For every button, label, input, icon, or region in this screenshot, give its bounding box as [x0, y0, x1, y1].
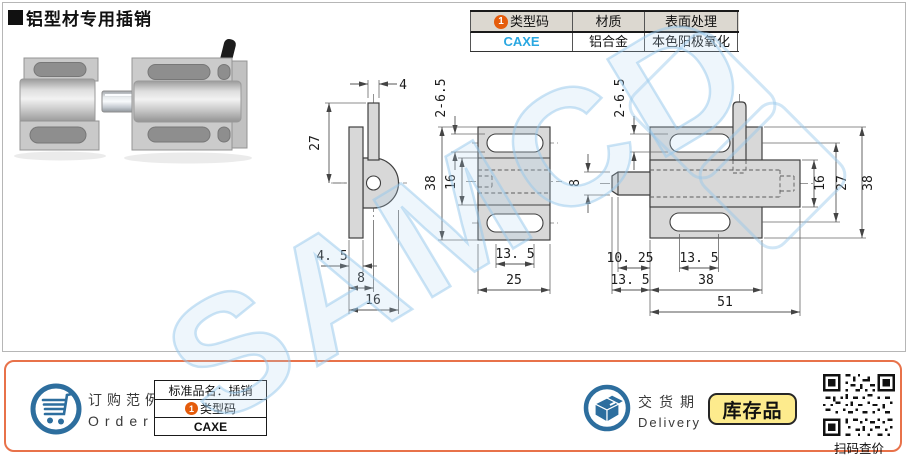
order-example-cn: 订购范例: [88, 392, 164, 408]
dim-label: 16: [365, 293, 381, 308]
number-1-badge-icon: 1: [184, 402, 198, 415]
delivery-cn: 交货期: [638, 394, 701, 410]
dim-label: 13. 5: [495, 247, 534, 262]
footer-bar: 订购范例 Order 标准品名：插销 1 类型码 CAXE 交货期 Delive…: [4, 360, 902, 456]
dim-label: 10. 25: [607, 251, 654, 266]
order-example-en: Order: [88, 413, 154, 429]
spec-table-header: 1 类型码 材质 表面处理: [470, 12, 739, 33]
order-type-code-row: 1 类型码: [155, 399, 266, 417]
qr-code: [823, 374, 895, 436]
dim-label: 16: [813, 175, 828, 191]
in-stock-badge: 库存品: [708, 393, 797, 425]
dim-label: 16: [444, 174, 459, 190]
dim-label: 4. 5: [316, 249, 347, 264]
spec-table: 1 类型码 材质 表面处理 CAXE 铝合金 本色阳极氧化: [470, 10, 739, 52]
title-square-marker: [8, 10, 23, 25]
latch-body-drawing: 2-6.5 8 16 27 38 10. 25 13. 5 13. 5: [568, 78, 876, 316]
dim-label: 25: [506, 273, 522, 288]
delivery-label: 交货期 Delivery: [638, 392, 701, 430]
spec-value-material: 铝合金: [573, 33, 645, 51]
dim-label: 38: [861, 175, 876, 191]
delivery-box-icon: [583, 384, 631, 432]
dim-label: 27: [835, 175, 850, 191]
delivery-en: Delivery: [638, 415, 701, 430]
dim-label: 27: [308, 135, 323, 151]
dim-label: 2-6.5: [613, 78, 628, 117]
spec-header-material: 材质: [573, 12, 645, 31]
number-1-badge-icon: 1: [493, 14, 508, 29]
dim-label: 38: [424, 175, 439, 191]
page-title: 铝型材专用插销: [8, 5, 152, 30]
dim-label: 38: [698, 273, 714, 288]
shopping-cart-icon: [30, 383, 82, 435]
spec-table-row: CAXE 铝合金 本色阳极氧化: [470, 33, 739, 51]
product-photo: [14, 38, 252, 164]
side-view-drawing: 4 27 4. 5 8 16: [308, 78, 407, 314]
spec-value-surface: 本色阳极氧化: [645, 33, 738, 51]
order-product-name: 标准品名：插销: [168, 383, 253, 398]
dim-label: 13. 5: [610, 273, 649, 288]
dim-label: 51: [717, 295, 733, 310]
dim-label: 8: [357, 271, 365, 286]
order-example-table: 标准品名：插销 1 类型码 CAXE: [154, 380, 267, 436]
spec-header-type-code: 1 类型码: [471, 12, 573, 31]
dim-label: 2-6.5: [434, 78, 449, 117]
page-title-text: 铝型材专用插销: [26, 10, 152, 29]
dim-label: 8: [568, 179, 583, 187]
dim-label: 13. 5: [679, 251, 718, 266]
spec-header-surface: 表面处理: [645, 12, 738, 31]
receiver-front-drawing: 2-6.5 38 16 13. 5 25: [424, 78, 562, 294]
dim-label: 4: [399, 78, 407, 93]
spec-value-type-code: CAXE: [471, 33, 573, 51]
qr-caption: 扫码查价: [833, 442, 884, 456]
order-type-code-value: CAXE: [155, 417, 266, 435]
order-example-label: 订购范例 Order: [88, 390, 164, 429]
